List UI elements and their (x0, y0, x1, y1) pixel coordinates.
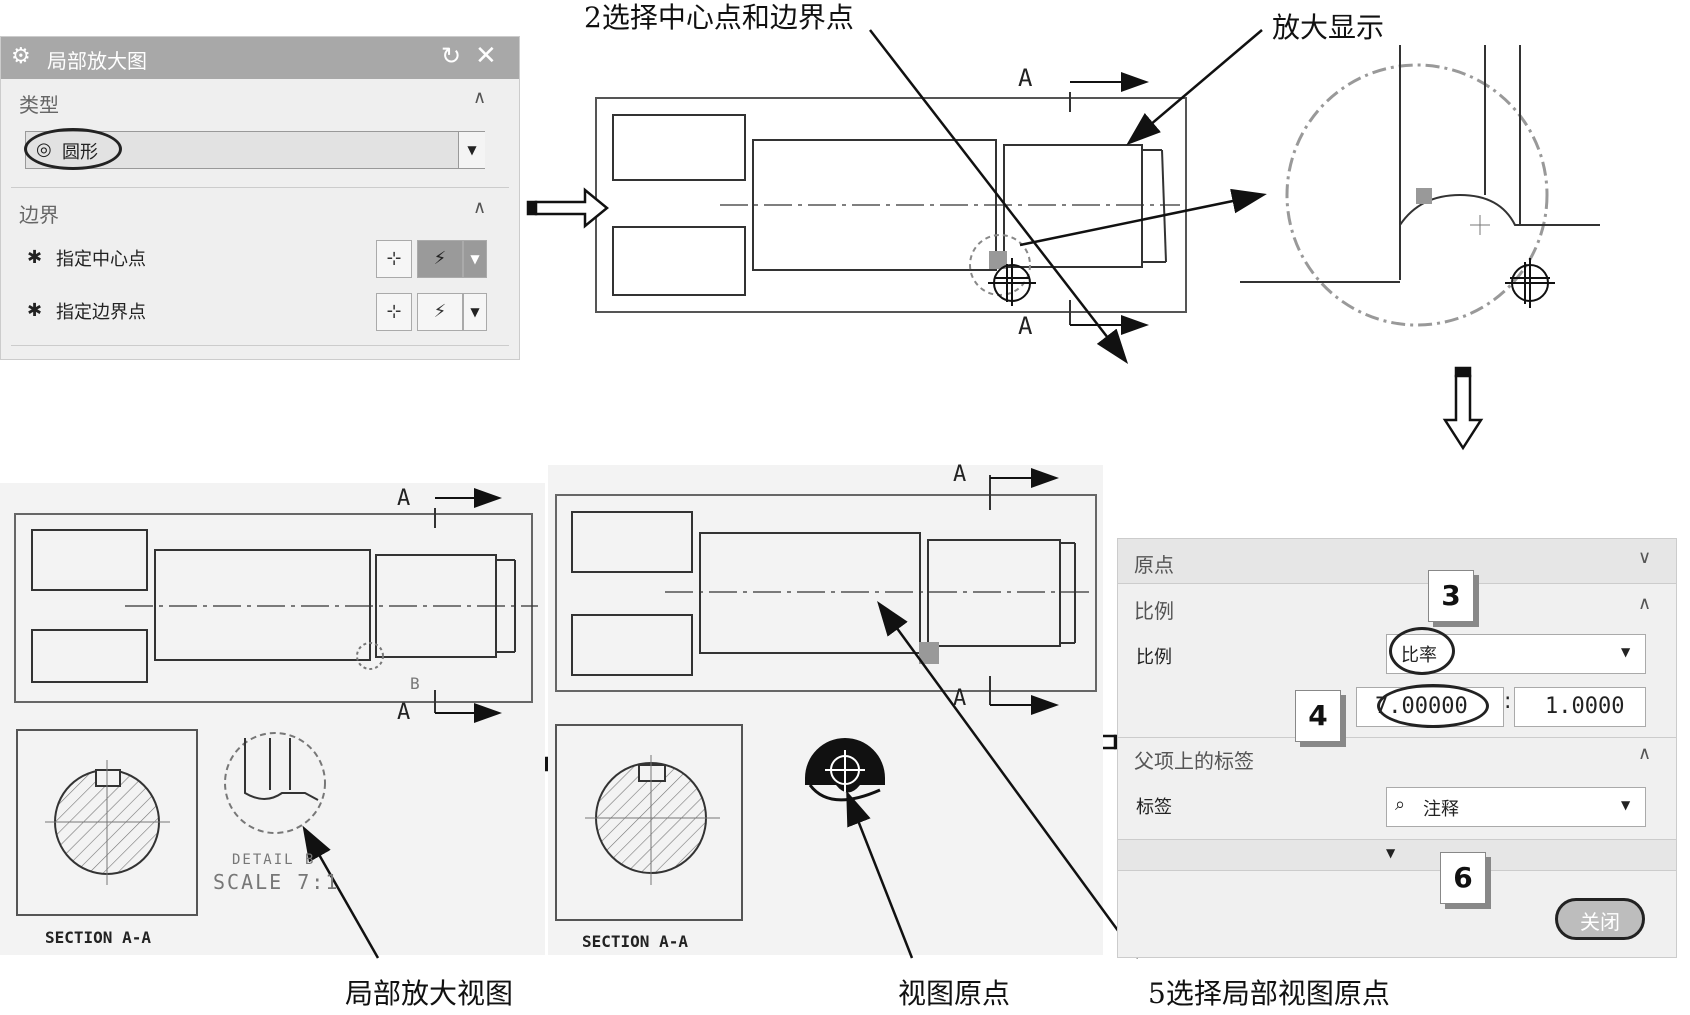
chevron-down-icon[interactable]: ▼ (1386, 846, 1396, 860)
step-badge: 3 (1428, 570, 1474, 622)
label-select-value: 注释 (1423, 799, 1459, 820)
bottom-left-panel (0, 483, 545, 955)
caption-step5: 5选择局部视图原点 (1148, 977, 1390, 1010)
center-point-label: 指定中心点 (56, 249, 146, 270)
caption-detail-view: 局部放大视图 (345, 977, 514, 1010)
caption-step2: 2选择中心点和边界点 (584, 1, 854, 34)
highlight-ellipse (1377, 684, 1489, 728)
gear-icon: ⚙ (11, 44, 31, 69)
required-asterisk-icon: ✱ (27, 300, 43, 321)
ratio-left-input[interactable]: 7.00000 (1356, 684, 1504, 728)
circle-icon: ◎ (36, 139, 52, 160)
label-select[interactable]: ⌕ 注释 ▼ (1386, 787, 1646, 827)
ratio-right-input[interactable]: 1.0000 (1514, 687, 1646, 727)
type-select[interactable]: ◎ 圆形 ▼ (24, 128, 485, 170)
detail-scale: SCALE 7:1 (213, 870, 340, 894)
boundary-section-header[interactable]: 边界 (19, 203, 59, 227)
crosshair-icon (1505, 258, 1555, 308)
origin-section-row[interactable]: 原点 ∨ (1118, 539, 1676, 584)
chevron-down-icon[interactable]: ▼ (458, 132, 485, 168)
dialog-titlebar: ⚙ 局部放大图 ↻ ✕ (1, 37, 519, 79)
divider (11, 345, 509, 346)
point-icon[interactable]: ⊹ (376, 293, 412, 331)
step-badge: 4 (1295, 690, 1341, 742)
chevron-up-icon[interactable]: ∧ (1638, 743, 1652, 764)
scale-select[interactable]: 比率 ▼ (1386, 627, 1646, 675)
ratio-separator: : (1504, 689, 1512, 714)
chevron-down-icon[interactable]: ▼ (463, 240, 487, 278)
chevron-down-icon[interactable]: ▼ (463, 293, 487, 331)
parent-label-section-header[interactable]: 父项上的标签 (1134, 749, 1254, 773)
section-label-a: A (397, 486, 411, 511)
bottom-middle-panel (548, 465, 1103, 955)
highlight-ellipse (1389, 627, 1455, 675)
divider (11, 187, 509, 188)
detail-settings-dialog: 原点 ∨ 比例 ∧ 比例 比率 ▼ 7.00000 : 1.0000 父项上的标… (1117, 538, 1677, 958)
bottom-middle-drawing (555, 475, 1097, 921)
section-label-a: A (953, 462, 967, 487)
detail-title: DETAIL B (232, 852, 316, 868)
required-asterisk-icon: ✱ (27, 247, 43, 268)
section-label-a: A (953, 686, 967, 711)
section-title: SECTION A-A (582, 932, 688, 951)
crosshair-icon (988, 258, 1036, 306)
origin-section-header: 原点 (1134, 553, 1174, 577)
point-icon[interactable]: ⊹ (376, 240, 412, 278)
chevron-up-icon[interactable]: ∧ (1638, 593, 1652, 614)
chevron-down-icon[interactable]: ▼ (1621, 798, 1631, 812)
type-select-value: 圆形 (62, 142, 98, 163)
type-section-header[interactable]: 类型 (19, 93, 59, 117)
note-icon: ⌕ (1395, 794, 1406, 815)
chevron-up-icon[interactable]: ∧ (473, 87, 487, 108)
reset-icon[interactable]: ↻ (441, 42, 462, 70)
scale-label: 比例 (1136, 647, 1172, 668)
close-icon[interactable]: ✕ (475, 41, 497, 71)
step-badge: 6 (1440, 852, 1486, 904)
section-label-a: A (1018, 312, 1033, 340)
section-title: SECTION A-A (45, 928, 151, 947)
chevron-down-icon[interactable]: ∨ (1638, 547, 1652, 568)
scale-section-header[interactable]: 比例 (1134, 599, 1174, 623)
caption-enlarge: 放大显示 (1272, 11, 1385, 44)
boundary-point-label: 指定边界点 (56, 302, 146, 323)
ratio-right-value: 1.0000 (1545, 694, 1625, 719)
top-drawing-view (595, 81, 1187, 326)
divider (1118, 737, 1676, 738)
detail-label-b: B (410, 674, 420, 693)
snap-icon[interactable]: ⚡ (417, 240, 463, 278)
detail-origin-marker (805, 738, 885, 802)
flow-arrow-down (1442, 366, 1484, 451)
section-label-a: A (397, 700, 411, 725)
chevron-down-icon[interactable]: ▼ (1621, 645, 1631, 659)
close-button[interactable]: 关闭 (1555, 898, 1645, 940)
label-label: 标签 (1136, 797, 1172, 818)
dialog-title: 局部放大图 (47, 49, 147, 73)
highlight-ellipse (24, 128, 122, 170)
detail-view-dialog: ⚙ 局部放大图 ↻ ✕ 类型 ∧ ◎ 圆形 ▼ 边界 ∧ ✱ 指定中心点 ⊹ ⚡… (0, 36, 520, 360)
flow-arrow-right (526, 187, 609, 229)
more-options-bar[interactable]: ▼ (1118, 839, 1676, 871)
caption-view-origin: 视图原点 (898, 977, 1011, 1010)
magnified-view (1240, 45, 1600, 327)
chevron-up-icon[interactable]: ∧ (473, 197, 487, 218)
snap-icon[interactable]: ⚡ (417, 293, 463, 331)
section-label-a: A (1018, 64, 1033, 92)
